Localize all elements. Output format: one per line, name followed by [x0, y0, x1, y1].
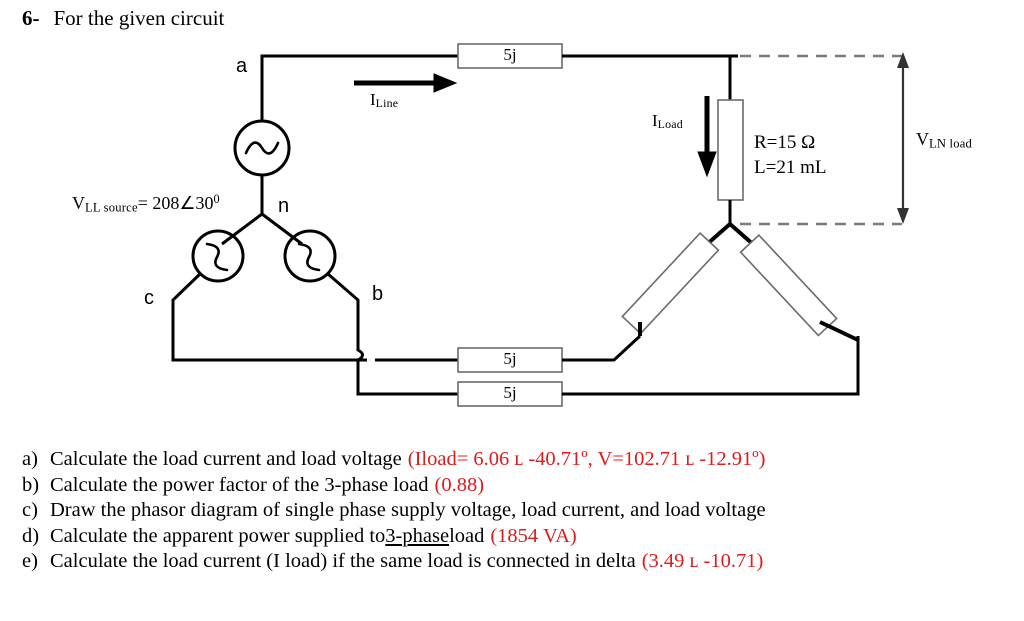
answer-row-a: a) Calculate the load current and load v… — [22, 447, 1012, 473]
answer-marker-a: a) — [22, 448, 38, 470]
line-impedance-label-a: 5j — [503, 45, 517, 64]
answer-result-a: (Iload= 6.06 ʟ -40.71º, V=102.71 ʟ -12.9… — [407, 448, 766, 470]
answer-text-b: Calculate the power factor of the 3-phas… — [50, 473, 429, 496]
line-current-label: ILine — [370, 90, 398, 111]
load-impedance-box-a — [717, 99, 744, 201]
line-impedance-box-b — [457, 381, 563, 407]
ac-source-b-sine — [297, 242, 321, 272]
answer-row-d: d) Calculate the apparent power supplied… — [22, 524, 1012, 550]
question-text: For the given circuit — [53, 6, 225, 30]
ac-source-a-sine — [244, 141, 280, 155]
answer-result-e: (3.49 ʟ -10.71) — [641, 550, 764, 573]
answer-text-d-pre: Calculate the apparent power supplied to — [50, 524, 386, 547]
wire-b-phase-line — [327, 272, 458, 396]
answer-marker-b: b) — [22, 473, 40, 496]
answer-marker-c: c) — [22, 499, 38, 522]
line-impedance-label-b: 5j — [503, 383, 517, 402]
wire-load-b-lead — [819, 320, 859, 342]
source-voltage-angle: ∠30 — [179, 193, 214, 214]
circuit-diagram — [171, 43, 909, 407]
answer-result-b: (0.88) — [434, 473, 485, 496]
load-voltage-symbol: V — [916, 129, 929, 149]
ac-source-b-symbol — [283, 229, 337, 283]
load-current-arrow-head — [697, 151, 717, 178]
source-voltage-subscript: LL source — [85, 200, 138, 215]
answer-text-d-underlined: 3-phase — [385, 524, 450, 547]
wire-a-to-line-impedance — [260, 54, 458, 121]
node-label-b: b — [372, 283, 384, 305]
answer-marker-e: e) — [22, 550, 38, 573]
wire-impedance-c-to-load — [562, 334, 642, 362]
ac-source-c-sine — [205, 242, 229, 272]
load-inductance-label: L=21 mL — [754, 157, 827, 178]
line-impedance-box-a — [457, 43, 563, 69]
answer-text-e: Calculate the load current (I load) if t… — [50, 550, 636, 573]
load-current-symbol: I — [652, 111, 658, 130]
node-label-c: c — [144, 287, 154, 309]
ac-source-c-symbol — [191, 229, 245, 283]
source-voltage-label: VLL source= 208∠300 — [72, 192, 220, 215]
load-voltage-label: VLN load — [916, 129, 972, 151]
answer-result-d: (1854 VA) — [490, 524, 577, 547]
page-title: 6- For the given circuit — [22, 6, 224, 31]
answer-text-a: Calculate the load current and load volt… — [50, 448, 402, 470]
load-impedance-box-c — [621, 231, 720, 335]
line-impedance-box-c — [457, 347, 563, 373]
wire-neutral-to-source-c — [221, 212, 263, 246]
line-current-symbol: I — [370, 90, 376, 109]
node-label-a: a — [236, 55, 248, 77]
node-label-n: n — [278, 195, 290, 217]
wire-neutral-to-source-b — [261, 212, 303, 246]
source-voltage-degree: 0 — [213, 192, 220, 206]
answer-marker-d: d) — [22, 524, 40, 547]
line-impedance-label-c: 5j — [503, 349, 517, 368]
answer-row-b: b) Calculate the power factor of the 3-p… — [22, 473, 1012, 499]
question-number: 6- — [22, 6, 40, 30]
line-current-subscript: Line — [375, 96, 399, 111]
load-current-label: ILoad — [652, 111, 683, 132]
line-current-arrow-head — [433, 73, 458, 93]
answers-list: a) Calculate the load current and load v… — [22, 447, 1012, 575]
voltage-measure-arrow-head-top — [897, 52, 909, 68]
source-voltage-symbol: V — [72, 193, 85, 214]
answer-row-c: c) Draw the phasor diagram of single pha… — [22, 498, 1012, 524]
wire-impedance-b-to-load — [562, 336, 860, 396]
voltage-measure-arrow-head-bottom — [897, 208, 909, 224]
load-impedance-box-b — [739, 233, 838, 337]
wire-c-phase-line — [171, 272, 367, 362]
answer-text-d-post: load — [449, 524, 485, 547]
source-voltage-value: = 208 — [137, 193, 180, 214]
load-voltage-subscript: LN load — [929, 136, 973, 151]
answer-row-e: e) Calculate the load current (I load) i… — [22, 549, 1012, 575]
answer-text-c: Draw the phasor diagram of single phase … — [50, 499, 766, 522]
load-resistance-label: R=15 Ω — [754, 132, 816, 153]
load-current-subscript: Load — [657, 117, 683, 132]
